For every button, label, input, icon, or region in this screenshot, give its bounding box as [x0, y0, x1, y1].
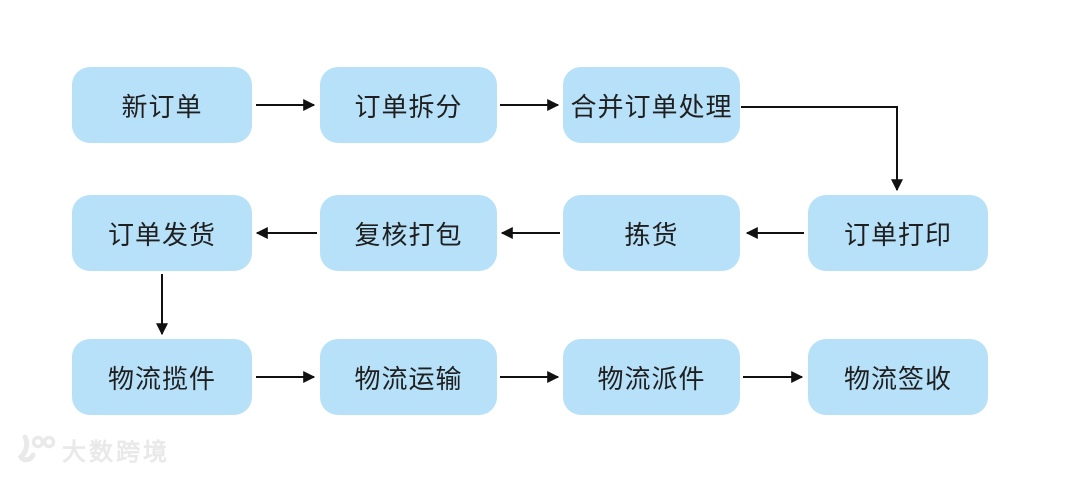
- flow-node-order-print: 订单打印: [808, 195, 988, 271]
- flow-node-logistics-delivery: 物流派件: [563, 339, 740, 415]
- flow-node-recheck-pack: 复核打包: [320, 195, 497, 271]
- watermark-brand-text: 大数跨境: [62, 439, 170, 466]
- flow-node-order-ship: 订单发货: [72, 195, 252, 271]
- flow-node-logistics-signed: 物流签收: [808, 339, 988, 415]
- watermark: 大数跨境: [14, 432, 170, 467]
- flow-node-new-order: 新订单: [72, 67, 252, 143]
- flow-node-order-split: 订单拆分: [320, 67, 497, 143]
- flow-node-picking: 拣货: [563, 195, 740, 271]
- brand-100-swoosh-icon: [17, 434, 56, 462]
- flow-node-logistics-pickup: 物流揽件: [72, 339, 252, 415]
- arrow-merge-to-order-print: [741, 106, 903, 192]
- flow-node-merge-order-process: 合并订单处理: [563, 67, 740, 143]
- flow-node-logistics-transport: 物流运输: [320, 339, 497, 415]
